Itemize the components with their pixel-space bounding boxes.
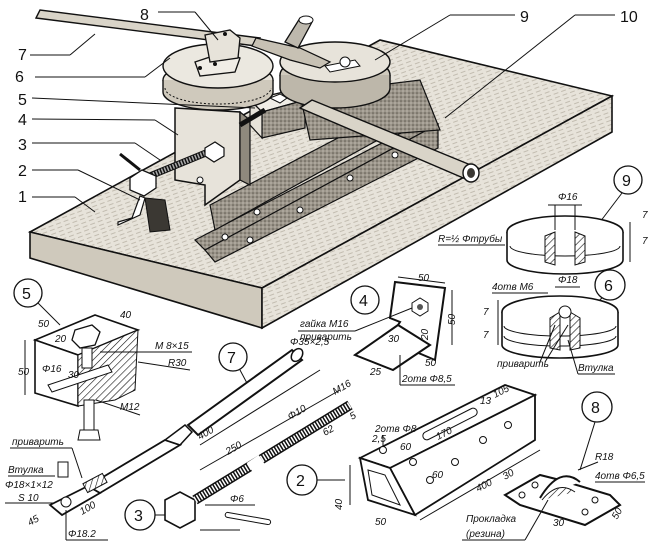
detail-4-w: 50 <box>418 273 430 284</box>
detail-5-d16: Φ16 <box>42 364 62 375</box>
detail-2-holes: 2отв Φ8 <box>374 424 417 435</box>
detail-2-w50: 50 <box>375 517 387 528</box>
lever-handle <box>34 9 332 69</box>
handle-thickness: S 10 <box>18 493 39 504</box>
detail-3-pin: Φ6 <box>230 494 244 505</box>
detail-5-h: 50 <box>18 367 30 378</box>
detail-3-d10: Φ10 <box>286 403 309 422</box>
detail-6: 6 Φ18 4отв M6 7 7 приварить Втулка <box>483 269 626 375</box>
detail-8-d30a: 30 <box>501 467 517 482</box>
detail-9-label: 9 <box>622 173 631 190</box>
detail-3-d62: 62 <box>321 423 337 438</box>
detail-5: 5 50 40 50 20 Φ16 30 M 8×15 R30 M12 <box>13 278 192 441</box>
callout-7: 7 <box>18 47 27 64</box>
detail-2-d60a: 60 <box>400 442 412 453</box>
detail-5-thread: M 8×15 <box>155 341 189 352</box>
detail-6-dia: Φ18 <box>558 275 578 286</box>
detail-7: 7 Φ35×2,5 400 <box>186 337 330 446</box>
detail-5-radius: R30 <box>168 358 187 369</box>
detail-2-d60b: 60 <box>432 470 444 481</box>
handle-weld: приварить <box>12 437 64 448</box>
detail-4-label: 4 <box>359 293 368 310</box>
stop-angle <box>117 195 171 233</box>
detail-7-label: 7 <box>227 350 236 367</box>
detail-7-badge <box>218 342 248 372</box>
detail-2-h40: 40 <box>334 498 345 510</box>
callout-10: 10 <box>620 9 638 26</box>
handle-hole: Φ18.2 <box>68 529 96 540</box>
handle-bushing-spec: Φ18×1×12 <box>5 480 53 491</box>
detail-6-label: 6 <box>604 278 613 295</box>
detail-4-d25: 25 <box>369 367 382 378</box>
detail-8-d50: 50 <box>610 506 625 522</box>
bracket-4 <box>174 107 251 207</box>
detail-8-d30b: 30 <box>553 518 565 529</box>
detail-6-bushing: Втулка <box>578 363 614 374</box>
detail-4-d50b: 50 <box>425 358 437 369</box>
detail-9: 9 Φ16 7 7 R=½ Φтрубы <box>438 165 648 275</box>
detail-3-d5: 5 <box>348 410 359 423</box>
detail-4-d20: 20 <box>420 328 431 341</box>
detail-4-holes: 2отв Φ8,5 <box>401 374 452 385</box>
detail-6-weld: приварить <box>497 359 549 370</box>
detail-5-d20: 20 <box>54 334 67 345</box>
detail-8: 8 R18 4отв Φ6,5 30 30 50 Прокладка (рези… <box>462 391 645 541</box>
lead-screw <box>119 141 225 197</box>
detail-2-label: 2 <box>296 473 305 490</box>
detail-9-h2: 7 <box>642 236 648 247</box>
detail-3-thread: M16 <box>331 378 354 397</box>
handle-d45: 45 <box>26 513 42 528</box>
detail-8-badge <box>581 391 613 423</box>
detail-8-radius: R18 <box>595 452 614 463</box>
handle-detail: приварить Втулка Φ18×1×12 S 10 45 100 Φ1… <box>5 424 194 541</box>
detail-8-pad: Прокладка <box>466 514 517 525</box>
callout-6: 6 <box>15 69 24 86</box>
detail-4-d30: 30 <box>388 334 400 345</box>
handle-bushing: Втулка <box>8 465 44 476</box>
detail-2-len: 400 <box>474 477 494 495</box>
detail-5-l: 40 <box>120 310 132 321</box>
detail-6-holes: 4отв M6 <box>492 282 534 293</box>
callout-3: 3 <box>18 137 27 154</box>
clamp-8 <box>194 29 241 77</box>
detail-5-d30: 30 <box>68 370 80 381</box>
detail-7-pipe: Φ35×2,5 <box>290 337 330 348</box>
callout-1: 1 <box>18 189 27 206</box>
callout-4: 4 <box>18 112 27 129</box>
detail-2-d25: 2,5 <box>371 434 386 445</box>
detail-2: 2 2,5 40 50 2отв Φ8 60 60 170 13 105 400 <box>286 383 541 528</box>
detail-8-pad2: (резина) <box>466 529 505 540</box>
detail-9-radius-note: R=½ Φтрубы <box>438 233 503 245</box>
detail-8-label: 8 <box>591 400 600 417</box>
work-tube <box>298 99 480 183</box>
callout-9: 9 <box>520 9 529 26</box>
detail-4-weld: приварить <box>300 332 352 343</box>
detail-9-badge <box>613 165 643 195</box>
callout-5: 5 <box>18 92 27 109</box>
detail-2-d13: 13 <box>480 396 492 407</box>
detail-8-holes: 4отв Φ6,5 <box>595 471 645 482</box>
detail-5-w: 50 <box>38 319 50 330</box>
detail-4: 4 50 50 20 25 30 50 гайка M16 приварить … <box>298 273 458 386</box>
detail-5-badge <box>13 278 43 308</box>
detail-5-label: 5 <box>22 286 31 303</box>
callout-8: 8 <box>140 7 149 24</box>
detail-6-badge <box>594 269 626 301</box>
callout-labels: 8 7 6 5 4 3 2 1 9 10 <box>15 7 638 213</box>
detail-9-h1: 7 <box>642 210 648 221</box>
detail-4-nut: гайка M16 <box>300 319 349 330</box>
detail-3-label: 3 <box>134 508 143 525</box>
detail-6-h1: 7 <box>483 307 489 318</box>
detail-5-bolt: M12 <box>120 402 140 413</box>
detail-4-badge <box>350 285 380 315</box>
callout-2: 2 <box>18 163 27 180</box>
detail-9-dia: Φ16 <box>558 192 578 203</box>
detail-6-h2: 7 <box>483 330 489 341</box>
